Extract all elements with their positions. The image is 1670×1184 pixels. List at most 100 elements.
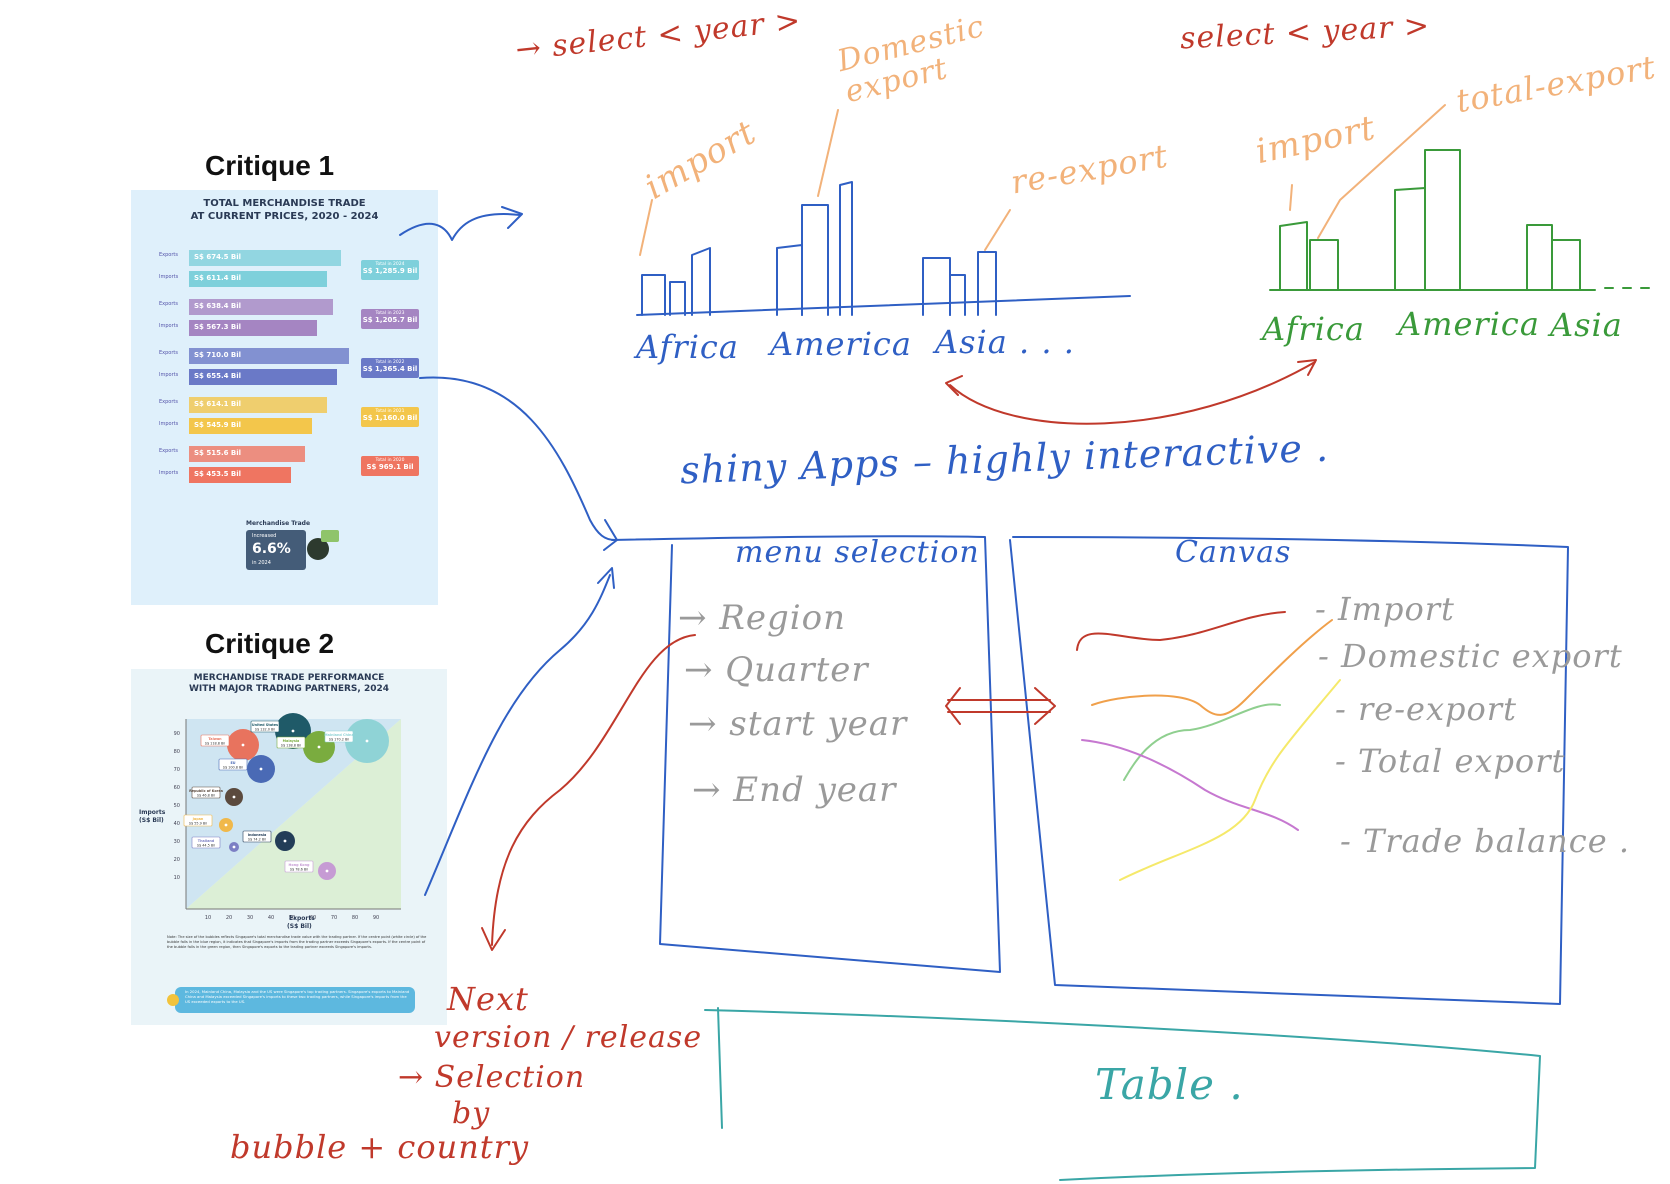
y-tick-label: 90 <box>174 731 180 737</box>
bubble-centre <box>232 795 236 799</box>
x-tick-label: 50 <box>289 915 295 921</box>
exports-label: Exports <box>159 399 178 405</box>
bubble-value: S$ 138.8 Bil <box>281 744 301 748</box>
x-tick-label: 20 <box>226 915 232 921</box>
bubble-label-box <box>324 730 354 743</box>
next-version-line5: bubble + country <box>230 1128 530 1166</box>
exports-bar <box>189 397 328 413</box>
next-version-line2: version / release <box>434 1020 703 1055</box>
x-tick-label: 90 <box>373 915 379 921</box>
c2-title-line1: MERCHANDISE TRADE PERFORMANCE <box>193 673 385 683</box>
total-badge-label: Total in 2024 <box>375 262 405 267</box>
imports-value: S$ 453.5 Bil <box>194 470 242 478</box>
c2-callout-text: In 2024, Mainland China, Malaysia and th… <box>185 989 410 1004</box>
legend-trade-balance: - Trade balance . <box>1340 822 1630 860</box>
c1-title-line1: TOTAL MERCHANDISE TRADE <box>203 198 366 209</box>
exports-bar <box>189 299 333 315</box>
imports-label: Imports <box>159 274 179 280</box>
bubble-centre <box>325 869 329 873</box>
bubble-centre <box>232 845 236 849</box>
total-badge-value: S$ 969.1 Bil <box>366 463 414 471</box>
bubble-centre <box>259 767 263 771</box>
left-region-africa: Africa <box>636 328 739 366</box>
bubble-centre <box>317 745 321 749</box>
bubble-name: EU <box>230 761 235 765</box>
bubble-value: S$ 78.6 Bil <box>290 868 308 872</box>
exports-exceed-region <box>186 719 401 909</box>
critique-2-infographic: MERCHANDISE TRADE PERFORMANCE WITH MAJOR… <box>131 669 447 1025</box>
imports-label: Imports <box>159 372 179 378</box>
critique-2-heading: Critique 2 <box>205 628 335 659</box>
legend-import: - Import <box>1315 590 1455 628</box>
imports-bar <box>189 271 327 287</box>
menu-item-end-year: → End year <box>692 770 897 810</box>
menu-item-start-year: → start year <box>688 704 908 744</box>
legend-re-export: - re-export <box>1335 690 1517 728</box>
bubble-label-box <box>218 758 248 771</box>
c1-badge-line2: in 2024 <box>252 560 271 566</box>
right-region-africa: Africa <box>1262 310 1365 348</box>
bubble-centre <box>224 823 228 827</box>
bubble-name: Malaysia <box>283 739 300 743</box>
imports-label: Imports <box>159 470 179 476</box>
bubble-label-box <box>191 786 221 799</box>
left-region-asia: Asia . . . <box>935 323 1075 361</box>
right-region-asia: Asia <box>1550 306 1623 344</box>
exports-bar <box>189 250 341 266</box>
bubble-name: Indonesia <box>248 833 267 837</box>
bubble-name: Thailand <box>198 839 215 843</box>
imports-bar <box>189 467 292 483</box>
imports-value: S$ 655.4 Bil <box>194 372 242 380</box>
bubble-label-box <box>200 734 230 747</box>
red-connector-arrow <box>949 361 1316 425</box>
next-version-line3: → Selection <box>398 1060 586 1095</box>
total-badge-label: Total in 2020 <box>375 458 405 463</box>
legend-total-export: - Total export <box>1335 742 1566 780</box>
exports-label: Exports <box>159 350 178 356</box>
exports-value: S$ 638.4 Bil <box>194 302 242 310</box>
y-tick-label: 60 <box>174 785 180 791</box>
bubble-value: S$ 118.8 Bil <box>205 742 225 746</box>
y-tick-label: 80 <box>174 749 180 755</box>
c2-y-label2: (S$ Bil) <box>139 817 164 824</box>
bubble-label-box <box>183 814 213 827</box>
info-icon <box>167 994 179 1006</box>
bubble-value: S$ 55.9 Bil <box>189 822 207 826</box>
imports-bar <box>189 418 313 434</box>
canvas-box <box>1009 536 1569 1005</box>
y-tick-label: 50 <box>174 803 180 809</box>
total-badge-value: S$ 1,285.9 Bil <box>362 267 418 275</box>
y-tick-label: 30 <box>174 839 180 845</box>
x-tick-label: 60 <box>310 915 316 921</box>
imports-value: S$ 567.3 Bil <box>194 323 242 331</box>
c1-badge-title: Merchandise Trade <box>246 520 311 527</box>
y-tick-label: 70 <box>174 767 180 773</box>
exports-value: S$ 710.0 Bil <box>194 351 242 359</box>
exports-label: Exports <box>159 252 178 258</box>
x-tick-label: 80 <box>352 915 358 921</box>
line-re-export <box>1123 703 1281 781</box>
menu-item-quarter: → Quarter <box>684 650 869 690</box>
bubble-label-box <box>276 736 306 749</box>
critique-1-infographic: TOTAL MERCHANDISE TRADE AT CURRENT PRICE… <box>131 190 438 605</box>
x-tick-label: 30 <box>247 915 253 921</box>
total-badge-label: Total in 2022 <box>375 360 405 365</box>
imports-value: S$ 611.4 Bil <box>194 274 242 282</box>
right-bar-sketch <box>1269 149 1596 291</box>
y-tick-label: 20 <box>174 857 180 863</box>
total-badge-label: Total in 2021 <box>375 409 405 414</box>
exports-value: S$ 674.5 Bil <box>194 253 242 261</box>
exports-value: S$ 614.1 Bil <box>194 400 242 408</box>
c2-y-label1: Imports <box>139 809 166 816</box>
menu-selection-title: menu selection <box>735 535 980 570</box>
c1-title-line2: AT CURRENT PRICES, 2020 - 2024 <box>190 211 379 222</box>
bubble-centre <box>283 839 287 843</box>
canvas-title: Canvas <box>1175 535 1292 570</box>
bubble-value: S$ 132.0 Bil <box>255 728 275 732</box>
x-tick-label: 10 <box>205 915 211 921</box>
